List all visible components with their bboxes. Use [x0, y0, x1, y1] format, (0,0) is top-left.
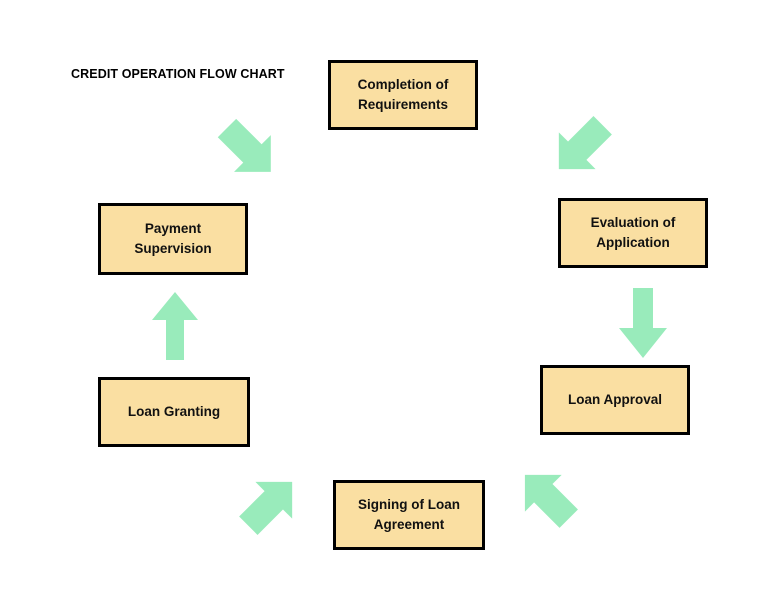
node-signing-of-loan-agreement[interactable]: Signing of Loan Agreement [333, 480, 485, 550]
node-label: Completion of Requirements [357, 77, 449, 112]
arrow-up-icon [145, 290, 205, 360]
node-label: Evaluation of Application [590, 215, 676, 250]
node-label: Loan Approval [567, 392, 662, 408]
node-evaluation-of-application[interactable]: Evaluation of Application [558, 198, 708, 268]
arrow-up-right-icon [208, 106, 294, 184]
node-loan-approval[interactable]: Loan Approval [540, 365, 690, 435]
page-title: CREDIT OPERATION FLOW CHART [71, 67, 285, 81]
arrow-down-right-icon [544, 112, 626, 188]
node-label: Payment Supervision [134, 221, 212, 256]
arrow-up-left-icon [225, 463, 307, 539]
node-completion-of-requirements[interactable]: Completion of Requirements [328, 60, 478, 130]
node-label: Loan Granting [127, 404, 221, 420]
node-label: Signing of Loan Agreement [358, 497, 460, 532]
node-loan-granting[interactable]: Loan Granting [98, 377, 250, 447]
node-payment-supervision[interactable]: Payment Supervision [98, 203, 248, 275]
arrow-down-icon [612, 288, 674, 360]
arrow-down-left-icon [503, 463, 585, 539]
